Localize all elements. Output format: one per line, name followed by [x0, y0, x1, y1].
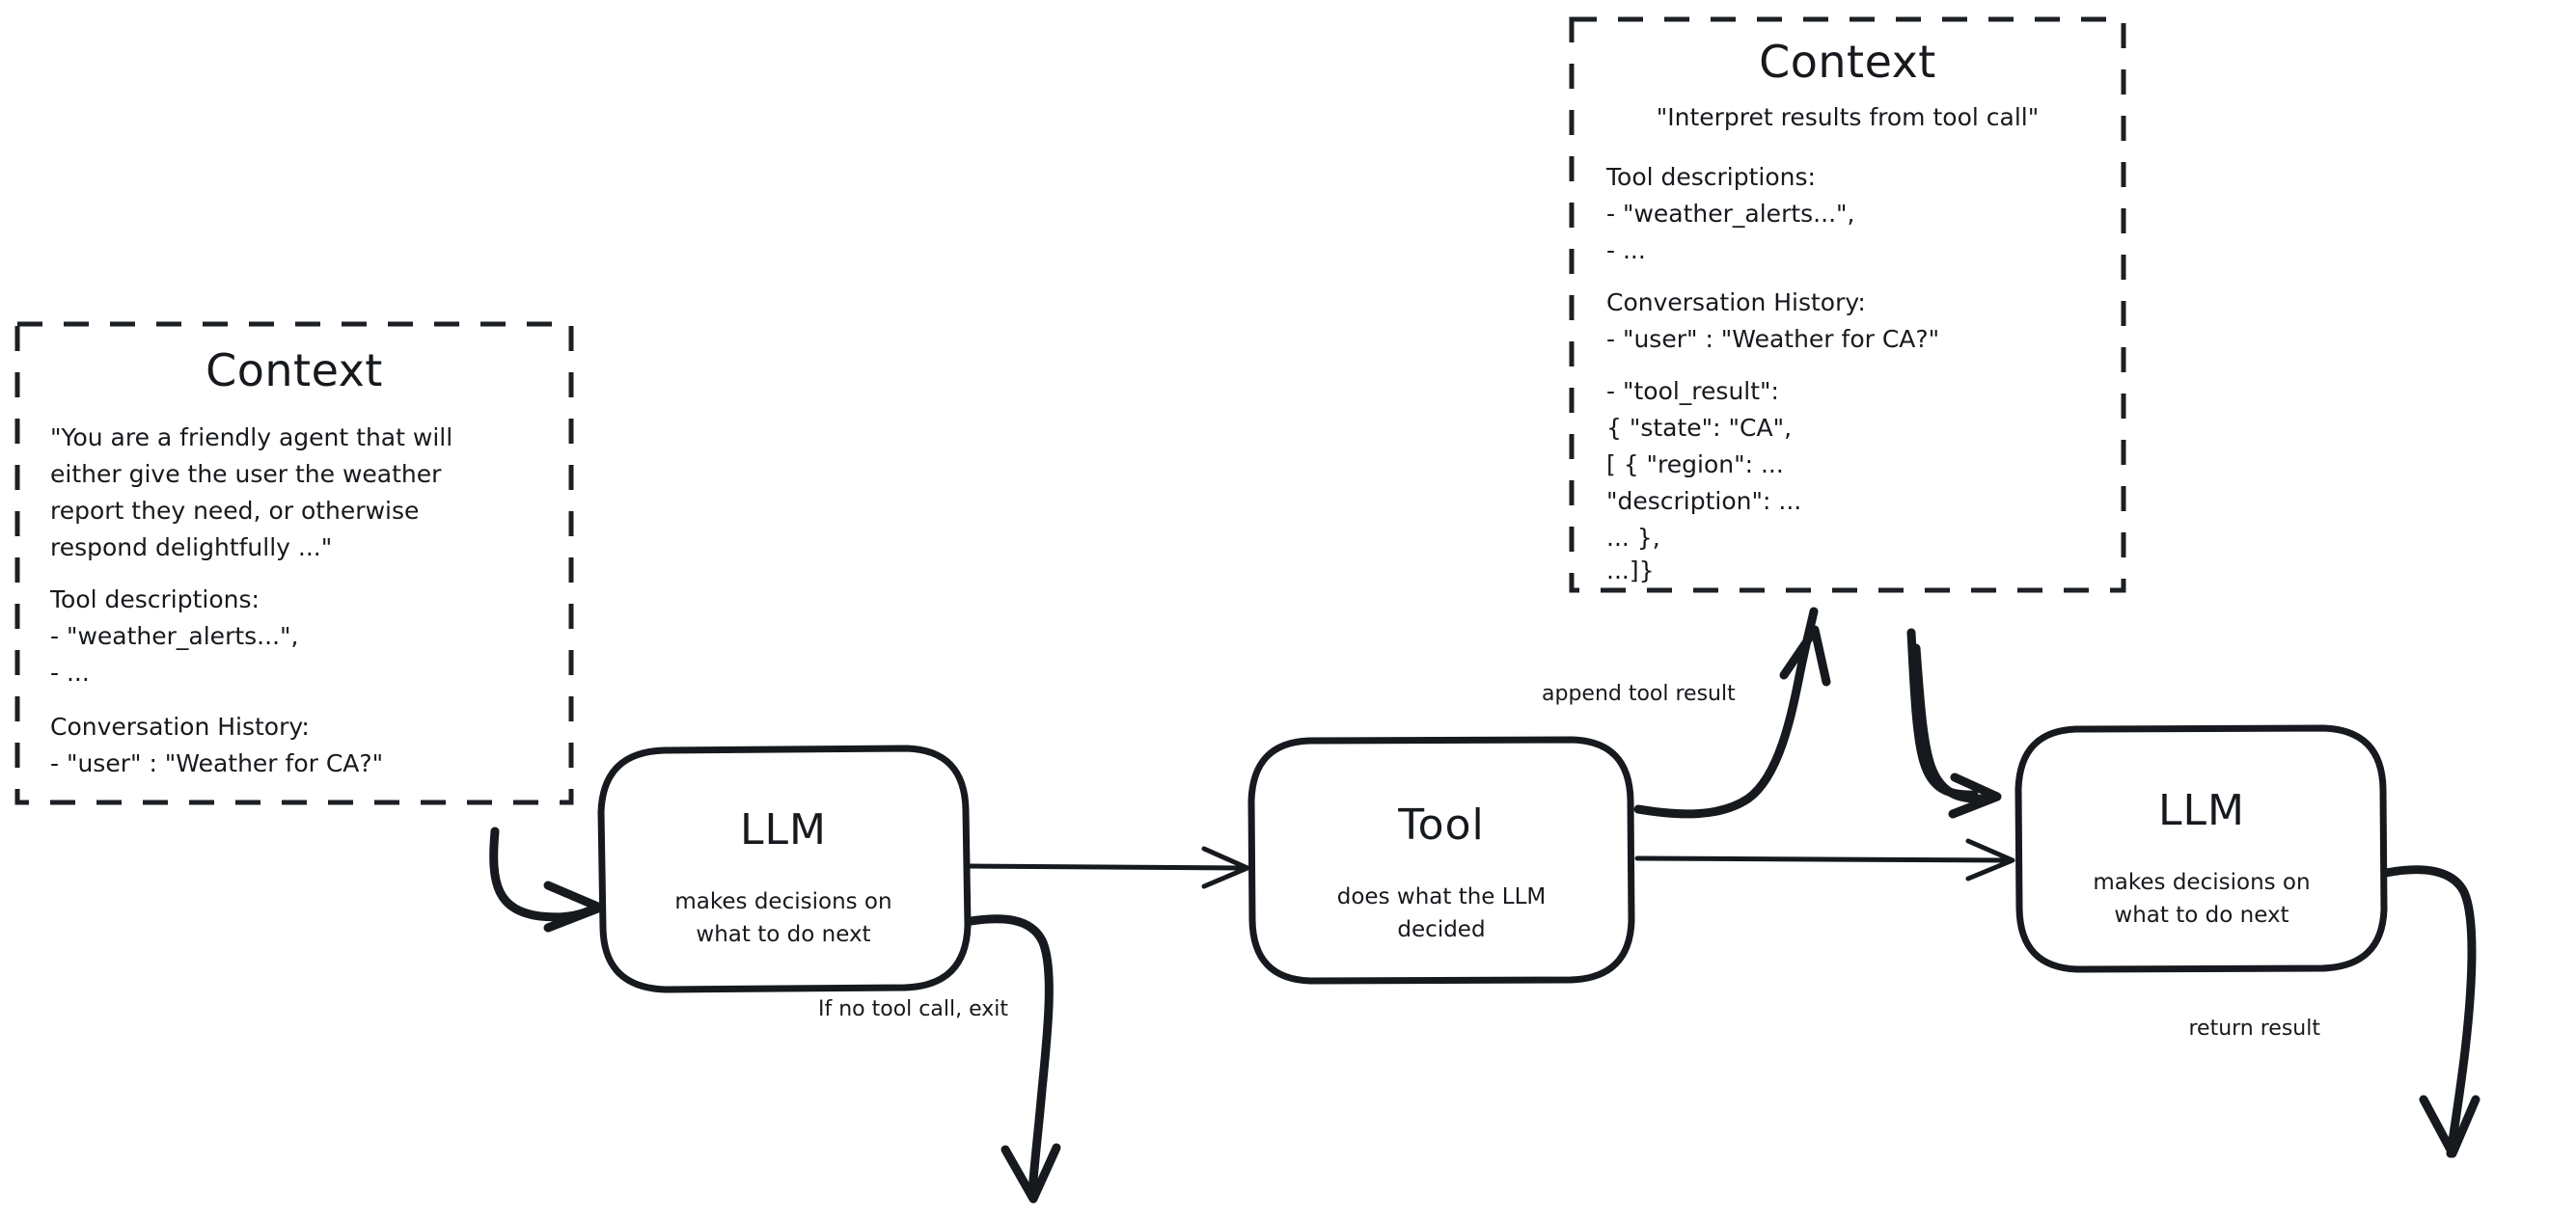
context-right-line-14: ...]}	[1606, 556, 1655, 584]
tool-title: Tool	[1397, 800, 1484, 850]
context-right-line-6: Conversation History:	[1606, 288, 1866, 316]
context-left-line-7: - ...	[50, 659, 90, 687]
node-llm-2[interactable]: LLM makes decisions on what to do next	[2014, 724, 2388, 973]
edge-llm1-to-tool-arrowhead	[1201, 846, 1250, 889]
context-left-title: Context	[206, 344, 383, 396]
edge-tool-to-context2-line	[1633, 607, 1819, 819]
llm-1-box[interactable]	[597, 745, 972, 993]
context-right-line-12: "description": ...	[1606, 487, 1801, 515]
context-left-line-3: respond delightfully ..."	[50, 533, 332, 561]
edge-tool-to-llm2-line	[1634, 855, 2008, 863]
edge-llm1-to-tool-line	[967, 863, 1243, 871]
tool-subtitle-line-1: decided	[1397, 917, 1485, 942]
edge-llm1-exit-label: If no tool call, exit	[818, 997, 1008, 1021]
llm-1-subtitle-line-1: what to do next	[696, 922, 870, 947]
context-box-left: Context "You are a friendly agent that w…	[14, 321, 574, 805]
context-right-border	[1569, 16, 2126, 593]
edge-llm2-return-line	[2381, 865, 2477, 1158]
llm-1-subtitle-line-0: makes decisions on	[674, 889, 891, 914]
context-left-line-5: Tool descriptions:	[49, 585, 260, 613]
context-left-line-10: - "user" : "Weather for CA?"	[50, 749, 383, 777]
context-left-border	[14, 321, 574, 805]
edge-llm2-return-label: return result	[2188, 1017, 2320, 1041]
node-llm-1[interactable]: LLM makes decisions on what to do next	[597, 745, 972, 993]
edge-context2-to-llm2	[1906, 628, 2002, 819]
context-right-line-7: - "user" : "Weather for CA?"	[1606, 325, 1939, 353]
edge-context-to-llm1-line	[489, 827, 601, 922]
edge-llm1-exit: If no tool call, exit	[818, 914, 1061, 1204]
context-left-line-2: report they need, or otherwise	[50, 497, 419, 525]
edge-tool-to-context2-label: append tool result	[1542, 682, 1736, 706]
context-right-title: Context	[1759, 36, 1936, 88]
edge-llm1-to-tool	[967, 846, 1250, 889]
tool-box[interactable]	[1247, 736, 1635, 985]
context-right-line-3: - "weather_alerts...",	[1606, 200, 1854, 228]
edge-tool-to-llm2-arrowhead	[1965, 838, 2015, 882]
context-right-line-10: { "state": "CA",	[1606, 414, 1792, 442]
context-right-line-13: ... },	[1606, 524, 1660, 552]
context-right-line-4: - ...	[1606, 236, 1646, 264]
edge-context-to-llm1-arrowhead	[543, 881, 605, 933]
llm-2-title: LLM	[2158, 786, 2245, 835]
edge-tool-to-context2-arrowhead	[1779, 625, 1831, 687]
context-left-line-0: "You are a friendly agent that will	[50, 423, 452, 451]
tool-subtitle-line-0: does what the LLM	[1337, 884, 1546, 909]
llm-2-subtitle-line-1: what to do next	[2114, 903, 2288, 928]
edge-tool-to-llm2	[1634, 838, 2015, 882]
edge-llm1-exit-arrowhead	[1000, 1143, 1061, 1204]
context-right-line-9: - "tool_result":	[1606, 377, 1779, 405]
context-left-line-6: - "weather_alerts...",	[50, 622, 298, 650]
edge-llm2-return-arrowhead	[2419, 1095, 2480, 1158]
context-right-line-2: Tool descriptions:	[1605, 163, 1816, 191]
context-left-line-1: either give the user the weather	[50, 460, 442, 488]
context-box-right: Context "Interpret results from tool cal…	[1569, 16, 2126, 593]
context-left-line-9: Conversation History:	[50, 713, 310, 741]
edge-context-to-llm1	[489, 827, 605, 933]
context-right-line-11: [ { "region": ...	[1606, 450, 1784, 478]
llm-2-box[interactable]	[2014, 724, 2388, 973]
edge-llm2-return: return result	[2188, 865, 2480, 1158]
edge-llm1-exit-line	[966, 914, 1054, 1197]
node-tool[interactable]: Tool does what the LLM decided	[1247, 736, 1635, 985]
llm-1-title: LLM	[740, 805, 827, 855]
edge-tool-to-context2: append tool result	[1542, 607, 1831, 819]
context-right-line-0: "Interpret results from tool call"	[1657, 103, 2039, 131]
llm-2-subtitle-line-0: makes decisions on	[2093, 870, 2310, 895]
edge-context2-to-llm2-line-2	[1911, 643, 1990, 803]
edge-context2-to-llm2-arrowhead	[1948, 773, 2002, 819]
